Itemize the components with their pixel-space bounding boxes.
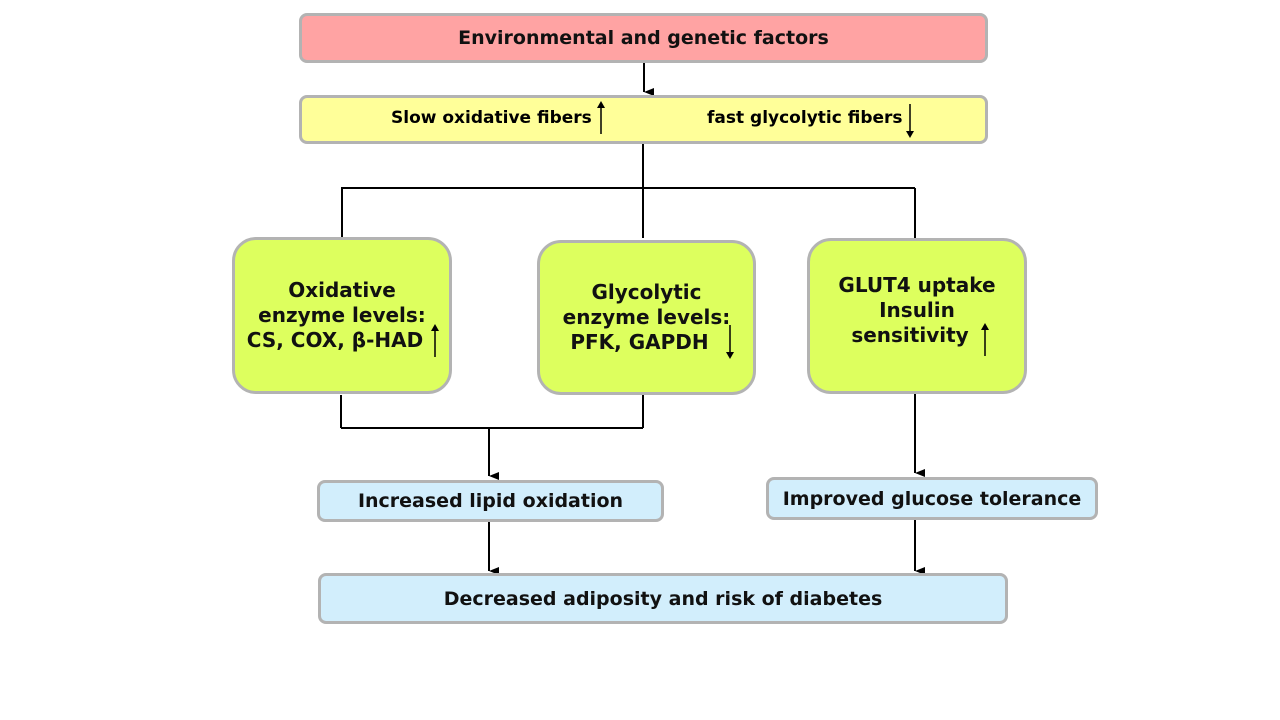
arrow-up-icon: [431, 324, 439, 357]
arrow-down-icon: [906, 104, 914, 138]
oxidative-line-3: CS, COX, β-HAD: [246, 328, 424, 352]
glycolytic-line-3: PFK, GAPDH: [570, 330, 709, 354]
lipid-oxidation-label: Increased lipid oxidation: [357, 490, 624, 512]
glucose-tolerance-label: Improved glucose tolerance: [782, 487, 1082, 510]
oxidative-enzyme-box: Oxidative enzyme levels: CS, COX, β-HAD: [232, 237, 452, 394]
glucose-tolerance-box: Improved glucose tolerance: [766, 477, 1098, 520]
fiber-types-box: [299, 95, 988, 144]
glycolytic-line-1: Glycolytic: [591, 280, 702, 304]
glut4-box: GLUT4 uptake Insulin sensitivity: [807, 238, 1027, 394]
final-outcome-label: Decreased adiposity and risk of diabetes: [443, 587, 883, 610]
lipid-oxidation-box: Increased lipid oxidation: [317, 480, 664, 522]
environmental-factors-label: Environmental and genetic factors: [458, 27, 829, 49]
arrow-down-icon: [726, 325, 734, 359]
arrow-up-icon: [597, 101, 605, 134]
glut4-line-3: sensitivity: [851, 322, 969, 347]
environmental-factors-box: Environmental and genetic factors: [299, 13, 988, 63]
glycolytic-enzyme-box: Glycolytic enzyme levels: PFK, GAPDH: [537, 240, 756, 395]
glycolytic-line-2: enzyme levels:: [562, 305, 731, 329]
oxidative-line-2: enzyme levels:: [258, 303, 426, 327]
oxidative-line-1: Oxidative: [288, 278, 396, 302]
glut4-line-1: GLUT4 uptake: [838, 272, 996, 297]
slow-fibers-label: Slow oxidative fibers: [391, 108, 592, 128]
fast-fibers-label: fast glycolytic fibers: [707, 108, 903, 128]
arrow-up-icon: [981, 323, 989, 356]
glut4-line-2: Insulin: [879, 297, 955, 322]
final-outcome-box: Decreased adiposity and risk of diabetes: [318, 573, 1008, 624]
